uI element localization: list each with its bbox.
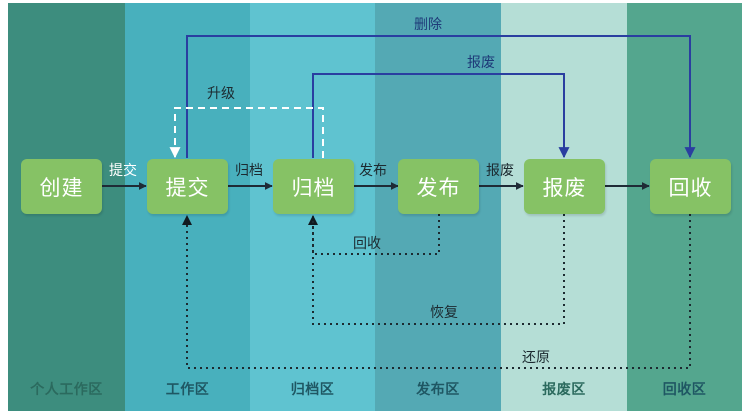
edge-label-submit-archive: 归档 (235, 163, 263, 179)
node-create: 创建 (21, 159, 102, 214)
zone-label: 回收区 (662, 382, 707, 398)
zone-label: 归档区 (290, 382, 335, 398)
edge-publish-archive (308, 214, 440, 255)
edge-label-publish-archive: 回收 (353, 236, 381, 252)
edge-label-recycle-submit: 还原 (522, 350, 550, 366)
node-recycle: 回收 (650, 159, 731, 214)
edge-label-archive-submit: 升级 (207, 86, 235, 102)
zone-label: 个人工作区 (30, 382, 103, 398)
node-scrap: 报废 (524, 159, 605, 214)
edge-archive-scrap (312, 73, 570, 159)
edge-label-archive-scrap: 报废 (467, 55, 495, 71)
edge-scrap-archive (312, 214, 565, 325)
node-publish: 发布 (398, 159, 479, 214)
edge-label-archive-publish: 发布 (359, 163, 387, 179)
edge-submit-recycle (186, 35, 696, 159)
edge-label-scrap-archive: 恢复 (430, 305, 458, 321)
node-submit: 提交 (147, 159, 228, 214)
edge-label-create-submit: 提交 (109, 163, 137, 179)
zone-label: 报废区 (542, 382, 586, 398)
edge-label-publish-scrap: 报废 (486, 163, 514, 179)
zone-label: 工作区 (165, 382, 210, 398)
node-archive: 归档 (273, 159, 354, 214)
zone-label: 发布区 (416, 382, 460, 398)
edge-label-submit-recycle: 删除 (414, 17, 442, 33)
edge-recycle-submit (182, 214, 691, 369)
edge-archive-submit (169, 107, 324, 159)
